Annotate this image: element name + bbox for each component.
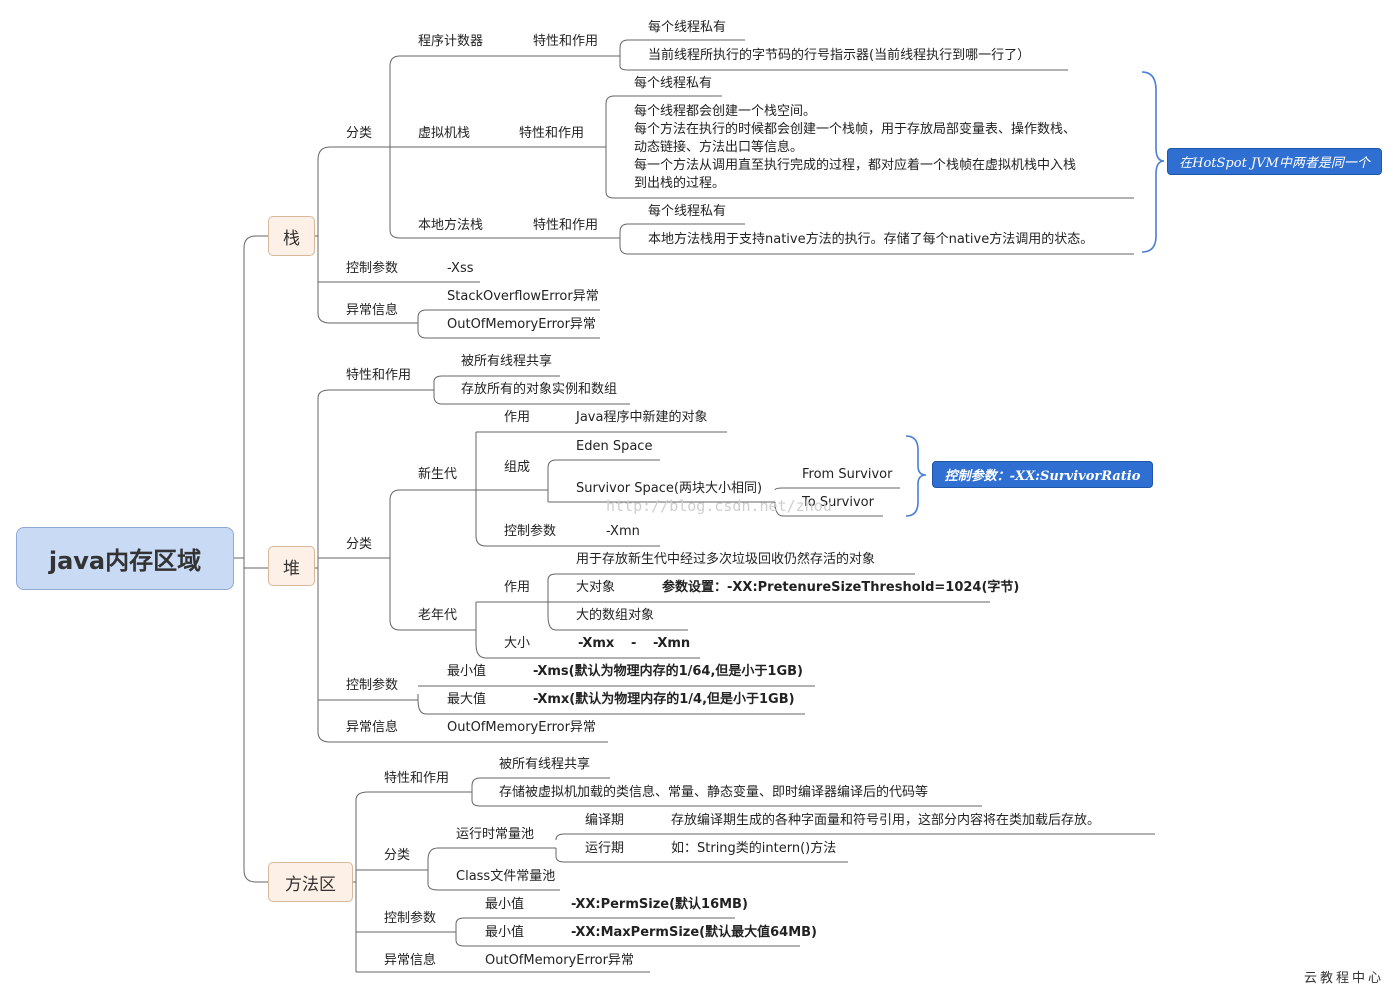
runtime-pool-label: 运行时常量池: [456, 827, 535, 842]
old-size-dash: -: [631, 636, 637, 651]
run-time-label: 运行期: [585, 841, 625, 856]
stack-param-label: 控制参数: [346, 261, 399, 276]
vm-desc-line: 动态链接、方法出口等信息。: [634, 140, 804, 155]
stack-error-item: OutOfMemoryError异常: [447, 317, 596, 332]
heap-error-label: 异常信息: [346, 720, 399, 735]
eden-space: Eden Space: [576, 439, 653, 454]
brand-mark: 云教程中心: [1303, 971, 1384, 986]
root-node[interactable]: java内存区域: [16, 527, 234, 590]
young-param-label: 控制参数: [504, 524, 557, 539]
pretenure-param: 参数设置：-XX:PretenureSizeThreshold=1024(字节): [662, 580, 1020, 595]
old-role-item: 用于存放新生代中经过多次垃圾回收仍然存活的对象: [576, 552, 876, 567]
method-max-label: 最小值: [485, 925, 525, 940]
pc-item: 当前线程所执行的字节码的行号指示器(当前线程执行到哪一行了）: [648, 48, 1031, 63]
hotspot-callout[interactable]: 在HotSpot JVM中两者是同一个: [1167, 148, 1382, 175]
to-survivor: To Survivor: [802, 495, 874, 510]
method-classify-label: 分类: [384, 848, 411, 863]
method-param-label: 控制参数: [384, 911, 437, 926]
method-area-node[interactable]: 方法区: [268, 862, 353, 902]
method-feature-item: 存储被虚拟机加载的类信息、常量、静态变量、即时编译器编译后的代码等: [499, 785, 929, 800]
young-param-value: -Xmn: [606, 524, 640, 539]
old-role-item: 大对象: [576, 580, 616, 595]
heap-node[interactable]: 堆: [268, 546, 315, 586]
heap-feature-label: 特性和作用: [346, 368, 412, 383]
young-role-value: Java程序中新建的对象: [576, 410, 708, 425]
stack-classify-label: 分类: [346, 126, 373, 141]
heap-min-label: 最小值: [447, 664, 487, 679]
method-error-value: OutOfMemoryError异常: [485, 953, 634, 968]
pc-feature-label: 特性和作用: [533, 34, 599, 49]
vm-stack-label: 虚拟机栈: [418, 126, 471, 141]
method-error-label: 异常信息: [384, 953, 437, 968]
young-comp-label: 组成: [504, 460, 531, 475]
from-survivor: From Survivor: [802, 467, 893, 482]
old-size-xmx: -Xmx: [578, 636, 615, 651]
native-stack-label: 本地方法栈: [418, 218, 484, 233]
stack-node[interactable]: 栈: [268, 216, 315, 256]
method-feature-label: 特性和作用: [384, 771, 450, 786]
stack-error-label: 异常信息: [346, 303, 399, 318]
vm-desc-line: 每个线程都会创建一个栈空间。: [634, 104, 817, 119]
stack-error-item: StackOverflowError异常: [447, 289, 599, 304]
watermark: http://blog.csdn.net/zhou: [606, 497, 832, 515]
old-role-item: 大的数组对象: [576, 608, 655, 623]
method-feature-item: 被所有线程共享: [499, 757, 591, 772]
class-pool-label: Class文件常量池: [456, 869, 556, 884]
vm-feature-label: 特性和作用: [519, 126, 585, 141]
heap-max-label: 最大值: [447, 692, 487, 707]
vm-desc-line: 每一个方法从调用直至执行完成的过程，都对应着一个栈帧在虚拟机栈中入栈: [634, 158, 1077, 173]
vm-description: 每个线程都会创建一个栈空间。 每个方法在执行的时候都会创建一个栈帧，用于存放局部…: [634, 103, 1076, 193]
young-role-label: 作用: [504, 410, 531, 425]
native-feature-label: 特性和作用: [533, 218, 599, 233]
old-size-label: 大小: [504, 636, 531, 651]
method-max-value: -XX:MaxPermSize(默认最大值64MB): [571, 925, 817, 940]
pc-item: 每个线程私有: [648, 20, 727, 35]
heap-min-value: -Xms(默认为物理内存的1/64,但是小于1GB): [533, 664, 803, 679]
heap-max-value: -Xmx(默认为物理内存的1/4,但是小于1GB): [533, 692, 795, 707]
survivor-space: Survivor Space(两块大小相同): [576, 481, 763, 496]
run-time-value: 如：String类的intern()方法: [671, 841, 837, 856]
survivor-ratio-callout[interactable]: 控制参数：-XX:SurvivorRatio: [932, 461, 1153, 488]
old-role-label: 作用: [504, 580, 531, 595]
stack-param-value: -Xss: [447, 261, 474, 276]
young-gen-label: 新生代: [418, 467, 458, 482]
compile-time-label: 编译期: [585, 813, 625, 828]
heap-feature-item: 被所有线程共享: [461, 354, 553, 369]
heap-feature-item: 存放所有的对象实例和数组: [461, 382, 618, 397]
heap-classify-label: 分类: [346, 537, 373, 552]
old-gen-label: 老年代: [418, 608, 458, 623]
native-item: 每个线程私有: [648, 204, 727, 219]
compile-time-value: 存放编译期生成的各种字面量和符号引用，这部分内容将在类加载后存放。: [671, 813, 1101, 828]
vm-desc-line: 到出栈的过程。: [634, 176, 726, 191]
old-size-xmn: -Xmn: [653, 636, 691, 651]
heap-param-label: 控制参数: [346, 678, 399, 693]
method-min-label: 最小值: [485, 897, 525, 912]
pc-register-label: 程序计数器: [418, 34, 484, 49]
vm-private: 每个线程私有: [634, 76, 713, 91]
native-item: 本地方法栈用于支持native方法的执行。存储了每个native方法调用的状态。: [648, 232, 1094, 247]
vm-desc-line: 每个方法在执行的时候都会创建一个栈帧，用于存放局部变量表、操作数栈、: [634, 122, 1077, 137]
heap-error-value: OutOfMemoryError异常: [447, 720, 596, 735]
method-min-value: -XX:PermSize(默认16MB): [571, 897, 748, 912]
